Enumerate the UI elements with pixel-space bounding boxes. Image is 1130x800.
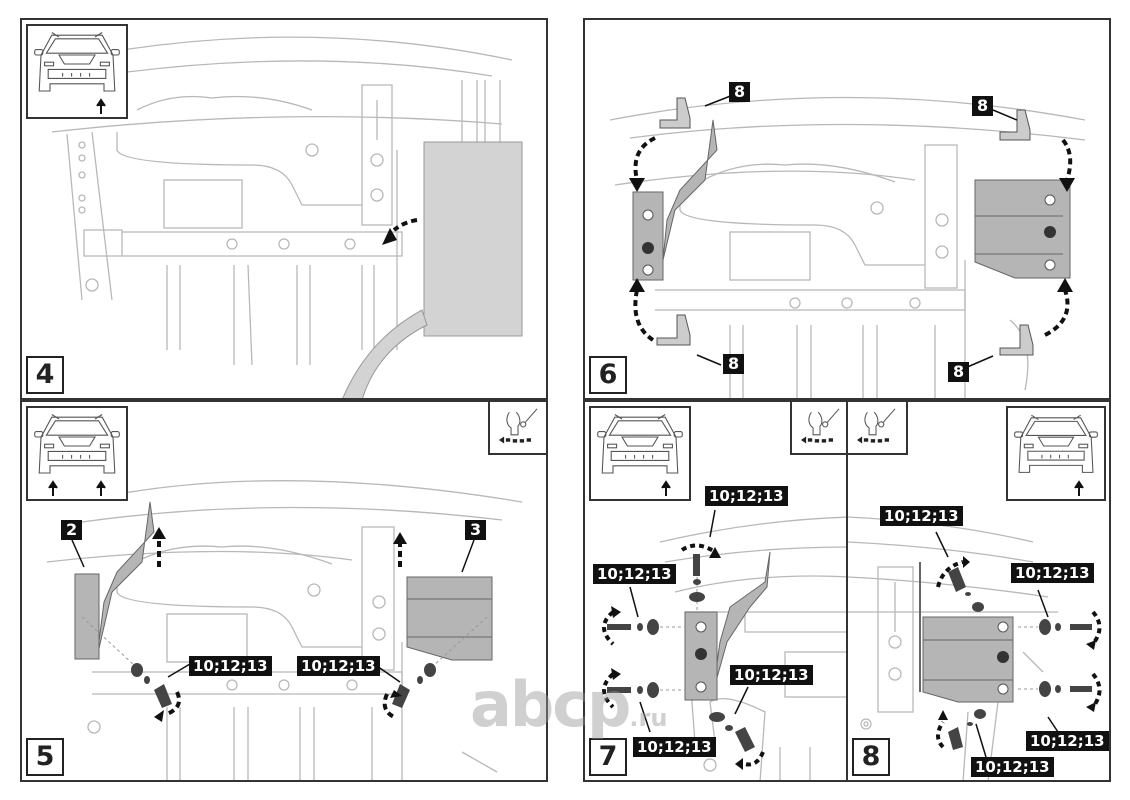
vehicle-front-icon (34, 413, 120, 496)
vehicle-front-icon (597, 413, 683, 496)
bolt-size-label: 10;12;13 (1026, 731, 1109, 751)
wrench-tighten-icon (856, 408, 896, 445)
step-number: 4 (26, 356, 64, 394)
vehicle-locator-inset (589, 406, 691, 501)
tool-icon-box (848, 402, 908, 455)
step-number: 7 (589, 738, 627, 776)
vehicle-locator-inset (26, 406, 128, 501)
bolt-size-label: 10;12;13 (633, 737, 716, 757)
underbody-drawing (848, 516, 1102, 780)
tool-icon-box (790, 402, 848, 455)
part-label: 8 (948, 362, 970, 382)
vehicle-front-icon (1014, 414, 1098, 496)
step-6-panel: 8 8 8 8 6 (583, 18, 1111, 400)
vehicle-locator-inset (1006, 406, 1106, 501)
part-label: 8 (723, 354, 745, 374)
step-number: 8 (852, 738, 890, 776)
bolt-size-label: 10;12;13 (189, 656, 272, 676)
wrench-tighten-icon (800, 408, 840, 445)
bolt-size-label: 10;12;13 (1011, 563, 1094, 583)
part-label: 2 (61, 520, 83, 540)
step-7-panel: 10;12;13 10;12;13 10;12;13 10;12;13 7 (583, 400, 848, 782)
bolt-size-label: 10;12;13 (297, 656, 380, 676)
vehicle-front-icon (34, 31, 120, 114)
bolt-size-label: 10;12;13 (971, 757, 1054, 777)
step-number: 6 (589, 356, 627, 394)
part-label: 8 (729, 82, 751, 102)
tool-icon-box (488, 402, 546, 455)
part-label: 3 (465, 520, 487, 540)
step-8-panel: 10;12;13 10;12;13 10;12;13 10;12;13 8 (846, 400, 1111, 782)
vehicle-locator-inset (26, 24, 128, 119)
underbody-drawing (51, 36, 523, 398)
wrench-tighten-icon (498, 408, 538, 445)
bolt-size-label: 10;12;13 (730, 665, 813, 685)
bolt-size-label: 10;12;13 (880, 506, 963, 526)
part-label: 8 (972, 96, 994, 116)
underbody-drawing (46, 480, 523, 780)
bolt-size-label: 10;12;13 (705, 486, 788, 506)
bolt-size-label: 10;12;13 (593, 564, 676, 584)
step-number: 5 (26, 738, 64, 776)
step-5-panel: 2 3 10;12;13 10;12;13 5 (20, 400, 548, 782)
step-4-panel: 4 (20, 18, 548, 400)
underbody-drawing (609, 94, 1086, 398)
